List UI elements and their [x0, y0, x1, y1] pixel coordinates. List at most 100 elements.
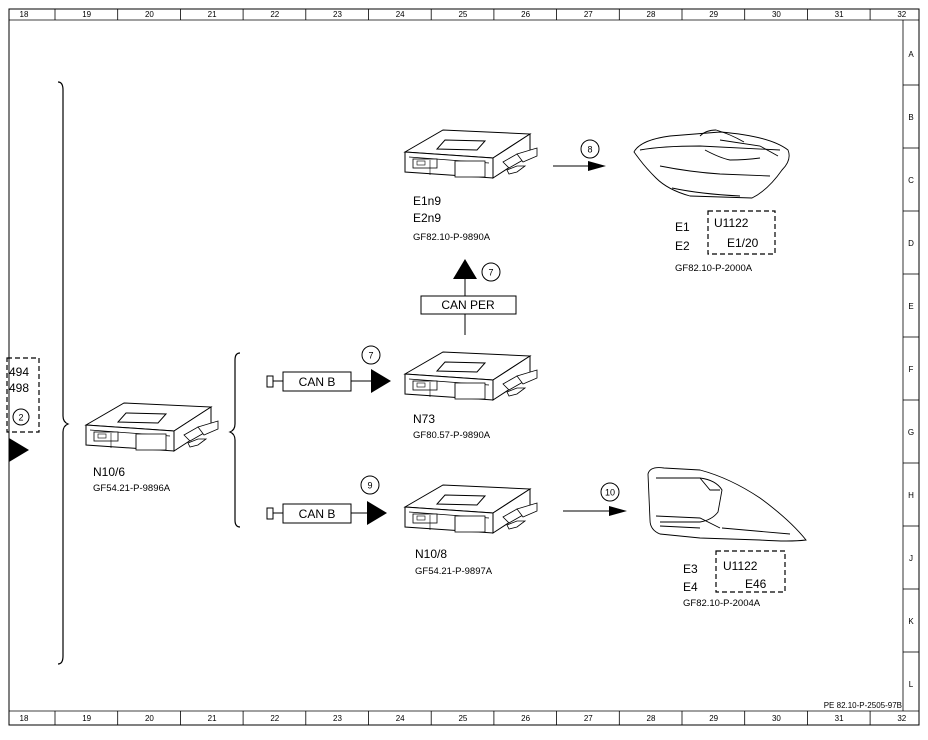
ruler-column-label: 31 — [835, 714, 844, 723]
can-b-upper-stub — [266, 375, 274, 388]
ruler-column-label: 26 — [521, 714, 530, 723]
ruler-row-label: K — [908, 617, 914, 626]
ruler-column-label: 21 — [208, 714, 217, 723]
taillamp-box-code: U1122 — [723, 559, 758, 573]
ruler-column-label: 25 — [458, 714, 467, 723]
ruler-column-label: 26 — [521, 10, 530, 19]
ruler-column-label: 23 — [333, 10, 342, 19]
circle-marker-7a — [361, 345, 381, 365]
ruler-column-label: 27 — [584, 10, 593, 19]
n10-6-ref: GF54.21-P-9896A — [93, 483, 171, 494]
ruler-row-label: D — [908, 239, 914, 248]
ruler-column-label: 23 — [333, 714, 342, 723]
circle-marker-9 — [360, 475, 380, 495]
ruler-column-label: 28 — [647, 714, 656, 723]
ruler-row-label: G — [908, 428, 914, 437]
can-b-upper-arrow — [371, 369, 391, 393]
ruler-column-label: 22 — [270, 714, 279, 723]
circle-number-10: 10 — [605, 488, 615, 498]
can-per-arrow — [453, 259, 477, 279]
taillamp-arrow-head — [609, 506, 627, 516]
right-ruler: A B C D E F G H J K L — [903, 50, 919, 689]
ruler-row-label: J — [909, 554, 913, 563]
ruler-row-label: A — [908, 50, 914, 59]
can-per-box — [420, 295, 517, 315]
ruler-row-label: C — [908, 176, 914, 185]
ruler-column-label: 18 — [20, 714, 29, 723]
middle-bracket — [228, 352, 241, 528]
ruler-column-label: 21 — [208, 10, 217, 19]
circle-marker-8 — [580, 139, 600, 159]
headlamp-box-sub: E1/20 — [727, 236, 759, 250]
ruler-column-label: 25 — [458, 10, 467, 19]
ruler-column-label: 32 — [897, 714, 906, 723]
ruler-row-label: H — [908, 491, 914, 500]
circle-number-7b: 7 — [488, 268, 493, 278]
left-arrow-head — [9, 438, 29, 462]
ruler-column-label: 29 — [709, 10, 718, 19]
ruler-column-label: 30 — [772, 10, 781, 19]
taillamp-e4: E4 — [683, 580, 698, 594]
headlamp-box-code: U1122 — [714, 216, 749, 230]
ruler-row-label: B — [908, 113, 913, 122]
taillamp-ref: GF82.10-P-2004A — [683, 598, 761, 609]
e1n9-module — [404, 129, 538, 179]
ruler-column-label: 30 — [772, 714, 781, 723]
can-b-lower-stub — [266, 507, 274, 520]
headlamp-e2: E2 — [675, 239, 690, 253]
headlamp-e1: E1 — [675, 220, 690, 234]
left-bracket — [57, 81, 70, 665]
ruler-column-label: 29 — [709, 714, 718, 723]
circle-number-7a: 7 — [368, 351, 373, 361]
n10-6-name: N10/6 — [93, 465, 125, 479]
ruler-row-label: E — [908, 302, 913, 311]
ruler-column-label: 28 — [647, 10, 656, 19]
taillamp-box-sub: E46 — [745, 577, 767, 591]
ruler-column-label: 19 — [82, 714, 91, 723]
taillamp-drawing — [647, 467, 807, 542]
headlamp-box — [707, 210, 776, 255]
circle-number-2: 2 — [18, 413, 23, 423]
circle-marker-10 — [600, 482, 620, 502]
ruler-column-label: 20 — [145, 714, 154, 723]
headlamp-ref: GF82.10-P-2000A — [675, 263, 753, 274]
e1n9-ref: GF82.10-P-9890A — [413, 232, 491, 243]
taillamp-box — [715, 550, 786, 593]
ruler-row-label: L — [909, 680, 914, 689]
e1n9-name: E1n9 — [413, 194, 441, 208]
can-b-lower-arrow — [367, 501, 387, 525]
circle-marker-7b — [481, 262, 501, 282]
ruler-column-label: 18 — [20, 10, 29, 19]
ruler-column-label: 27 — [584, 714, 593, 723]
ruler-row-label: F — [909, 365, 914, 374]
circle-number-9: 9 — [367, 481, 372, 491]
n10-6-module — [85, 402, 219, 452]
n10-8-name: N10/8 — [415, 547, 447, 561]
left-partial-box — [6, 357, 40, 433]
ruler-column-label: 20 — [145, 10, 154, 19]
left-code-498: 498 — [9, 381, 29, 395]
e2n9-name: E2n9 — [413, 211, 441, 225]
can-b-upper-label: CAN B — [299, 375, 336, 389]
headlamp-drawing — [633, 129, 790, 199]
ruler-column-label: 31 — [835, 10, 844, 19]
can-per-label: CAN PER — [441, 298, 495, 312]
page-frame — [8, 8, 920, 726]
n10-8-ref: GF54.21-P-9897A — [415, 566, 493, 577]
ruler-column-label: 24 — [396, 10, 405, 19]
circle-marker-2 — [12, 408, 30, 426]
n10-8-module — [404, 484, 538, 534]
n73-ref: GF80.57-P-9890A — [413, 430, 491, 441]
headlamp-arrow-head — [588, 161, 606, 171]
ruler-column-label: 32 — [897, 10, 906, 19]
can-b-lower-label: CAN B — [299, 507, 336, 521]
left-code-494: 494 — [9, 365, 29, 379]
ruler-column-label: 22 — [270, 10, 279, 19]
circle-number-8: 8 — [587, 145, 592, 155]
n73-module — [404, 351, 538, 401]
document-id: PE 82.10-P-2505-97B — [824, 701, 902, 710]
ruler-column-label: 19 — [82, 10, 91, 19]
taillamp-e3: E3 — [683, 562, 698, 576]
